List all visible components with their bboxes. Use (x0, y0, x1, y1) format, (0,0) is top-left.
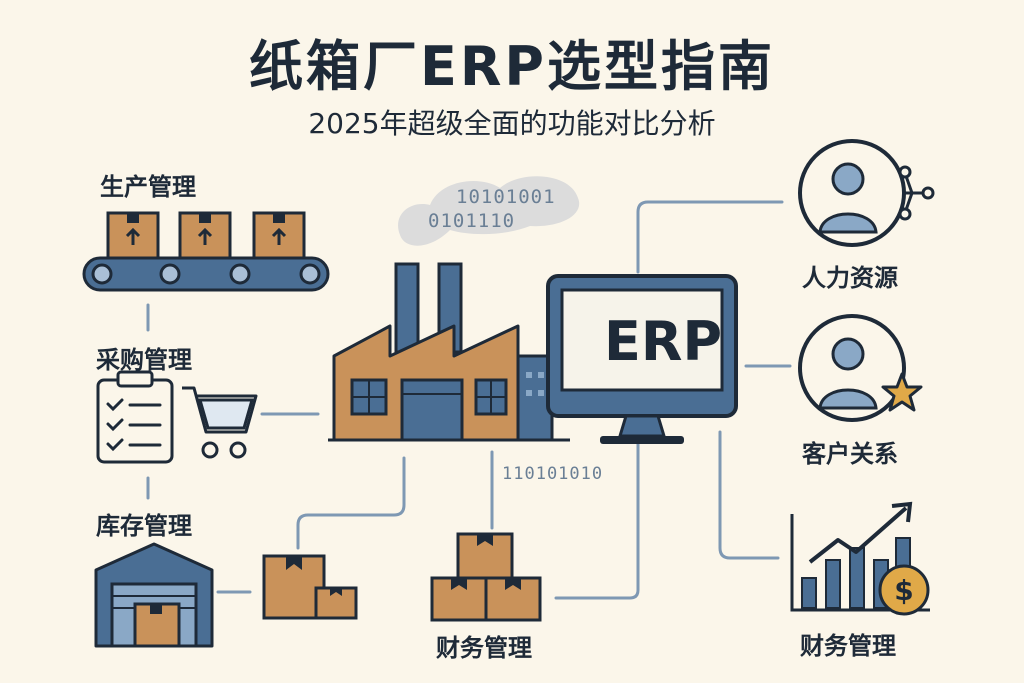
module-label-inventory: 库存管理 (96, 512, 192, 540)
connector-lines (146, 200, 792, 600)
person-network-icon (798, 139, 935, 247)
module-label-production: 生产管理 (100, 173, 196, 201)
module-label-finance-bottom: 财务管理 (436, 634, 532, 662)
checklist-icon (96, 370, 174, 464)
page-subtitle: 2025年超级全面的功能对比分析 (308, 107, 716, 140)
binary-text-2: 0101110 (428, 210, 516, 232)
binary-stream-text: 110101010 (502, 464, 604, 484)
module-label-crm: 客户关系 (802, 440, 898, 468)
boxes-icon (430, 532, 542, 622)
page-title: 纸箱厂ERP选型指南 (248, 35, 776, 98)
factory-icon (328, 262, 570, 442)
binary-text-1: 10101001 (456, 186, 556, 208)
person-star-icon (798, 314, 923, 422)
erp-label: ERP (604, 310, 723, 373)
growth-chart-dollar-icon: $ (790, 501, 930, 616)
conveyor-belt-icon (82, 211, 330, 292)
monitor-icon (546, 274, 738, 444)
dollar-sign-icon: $ (894, 574, 913, 607)
smoke-cloud-icon (398, 176, 580, 246)
module-label-procurement: 采购管理 (96, 346, 192, 374)
module-label-hr: 人力资源 (802, 264, 898, 292)
shopping-cart-icon (182, 386, 258, 459)
module-label-finance-right: 财务管理 (800, 632, 896, 660)
boxes-icon (262, 554, 358, 620)
warehouse-icon (94, 542, 214, 648)
